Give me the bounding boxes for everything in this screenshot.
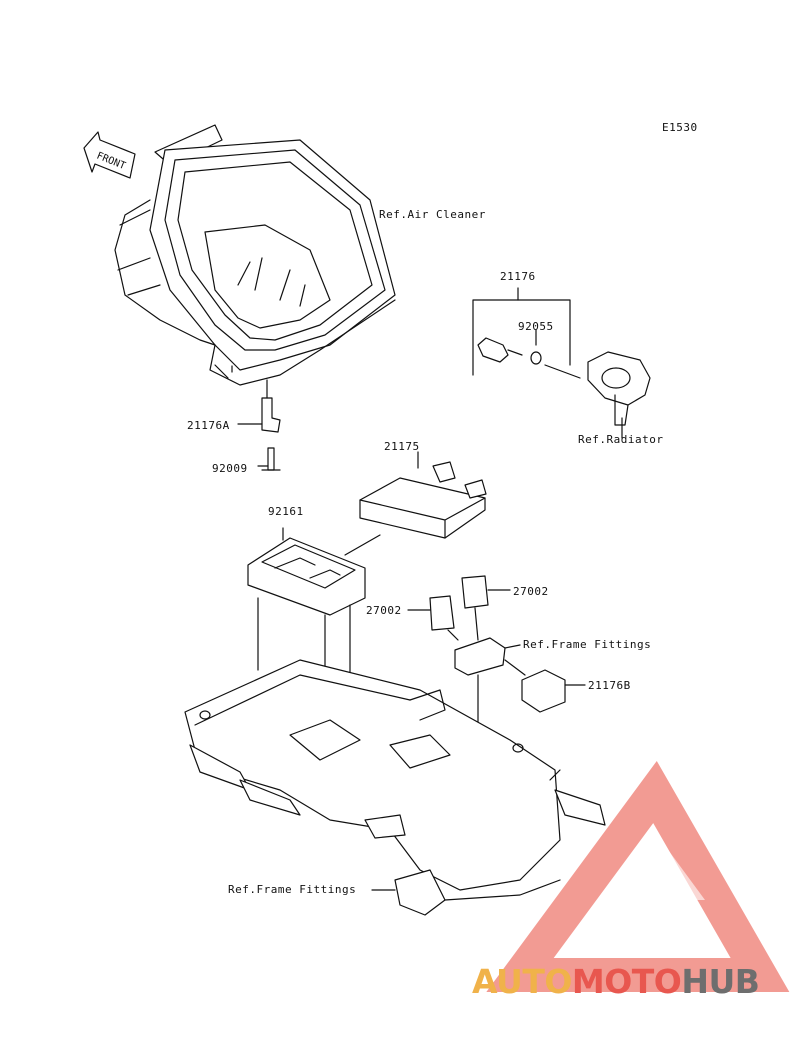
relay-27002-right bbox=[461, 575, 511, 641]
part-21176B bbox=[521, 669, 586, 713]
watermark-moto: MOTO bbox=[571, 962, 682, 1001]
watermark-hub: HUB bbox=[681, 962, 760, 1001]
group-21176 bbox=[472, 287, 581, 379]
label-21175: 21175 bbox=[384, 440, 420, 453]
label-ref-radiator: Ref.Radiator bbox=[578, 433, 664, 446]
label-27002-right: 27002 bbox=[513, 585, 549, 598]
label-92009: 92009 bbox=[212, 462, 248, 475]
watermark-brand: AUTOMOTOHUB bbox=[472, 962, 760, 1001]
relay-27002-left bbox=[407, 595, 459, 641]
relay-bracket bbox=[454, 637, 526, 761]
label-92161: 92161 bbox=[268, 505, 304, 518]
air-cleaner-housing bbox=[114, 124, 396, 386]
label-ref-air-cleaner: Ref.Air Cleaner bbox=[379, 208, 486, 221]
label-ref-frame-fittings-lower: Ref.Frame Fittings bbox=[228, 883, 357, 896]
label-21176A: 21176A bbox=[187, 419, 230, 432]
sensor-21176A bbox=[237, 379, 281, 471]
label-21176B: 21176B bbox=[588, 679, 631, 692]
label-92055: 92055 bbox=[518, 320, 554, 333]
label-27002-left: 27002 bbox=[366, 604, 402, 617]
diagram-code: E1530 bbox=[662, 121, 698, 134]
label-21176: 21176 bbox=[500, 270, 536, 283]
front-arrow-icon: FRONT bbox=[83, 131, 136, 179]
label-ref-frame-fittings-upper: Ref.Frame Fittings bbox=[523, 638, 652, 651]
ecu-21175 bbox=[344, 451, 487, 556]
radiator-fitting bbox=[587, 351, 651, 439]
frame-lower-tray bbox=[184, 659, 606, 916]
watermark-auto: AUTO bbox=[472, 962, 572, 1001]
automotohub-logo-icon bbox=[486, 760, 790, 992]
